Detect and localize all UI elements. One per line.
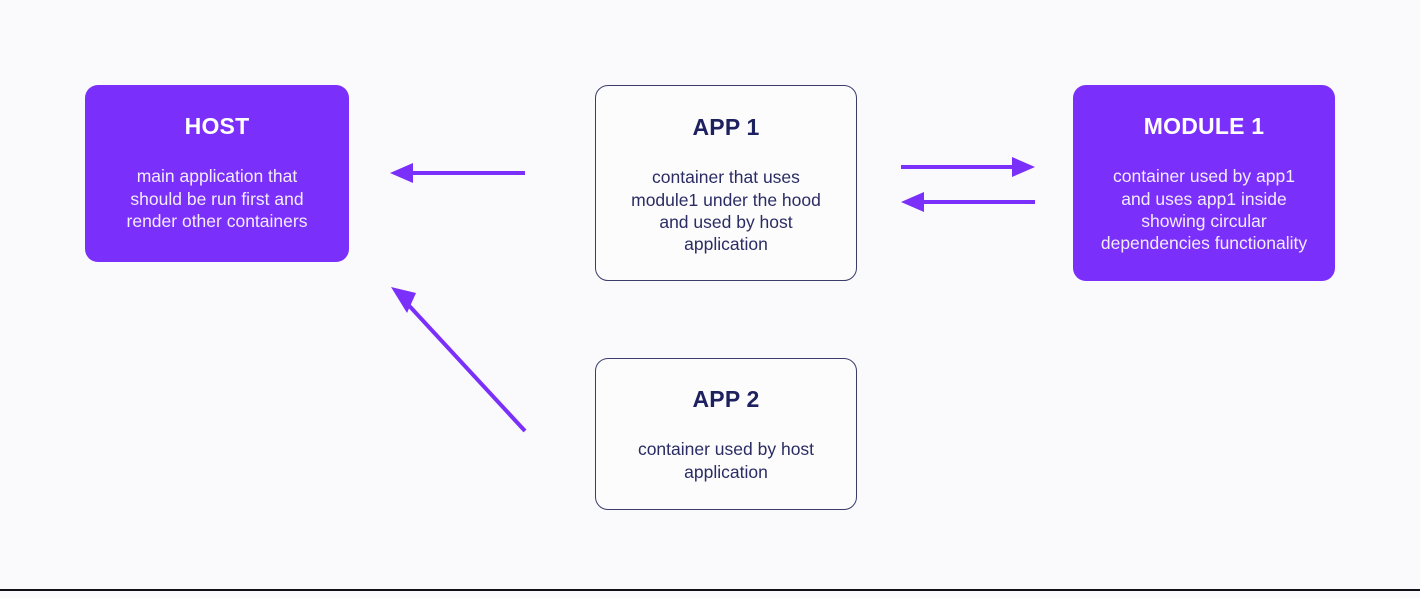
node-module1-description: container used by app1 and uses app1 ins… [1100, 166, 1308, 254]
node-app1[interactable]: APP 1 container that uses module1 under … [595, 85, 857, 281]
bottom-divider [0, 589, 1420, 591]
node-app2-description: container used by host application [637, 439, 815, 482]
node-app2-title: APP 2 [692, 386, 760, 412]
node-app2[interactable]: APP 2 container used by host application [595, 358, 857, 510]
node-host-title: HOST [184, 113, 250, 139]
node-app1-description: container that uses module1 under the ho… [631, 167, 821, 255]
node-host[interactable]: HOST main application that should be run… [85, 85, 349, 262]
node-host-description: main application that should be run firs… [126, 166, 308, 232]
node-module1-title: MODULE 1 [1143, 113, 1265, 139]
connector-app2-to-host [391, 287, 527, 433]
node-module1[interactable]: MODULE 1 container used by app1 and uses… [1073, 85, 1335, 281]
node-app1-title: APP 1 [692, 114, 760, 140]
connector-app1-to-module1 [901, 157, 1035, 177]
connector-app1-to-host [390, 163, 525, 183]
connector-module1-to-app1 [901, 192, 1035, 212]
